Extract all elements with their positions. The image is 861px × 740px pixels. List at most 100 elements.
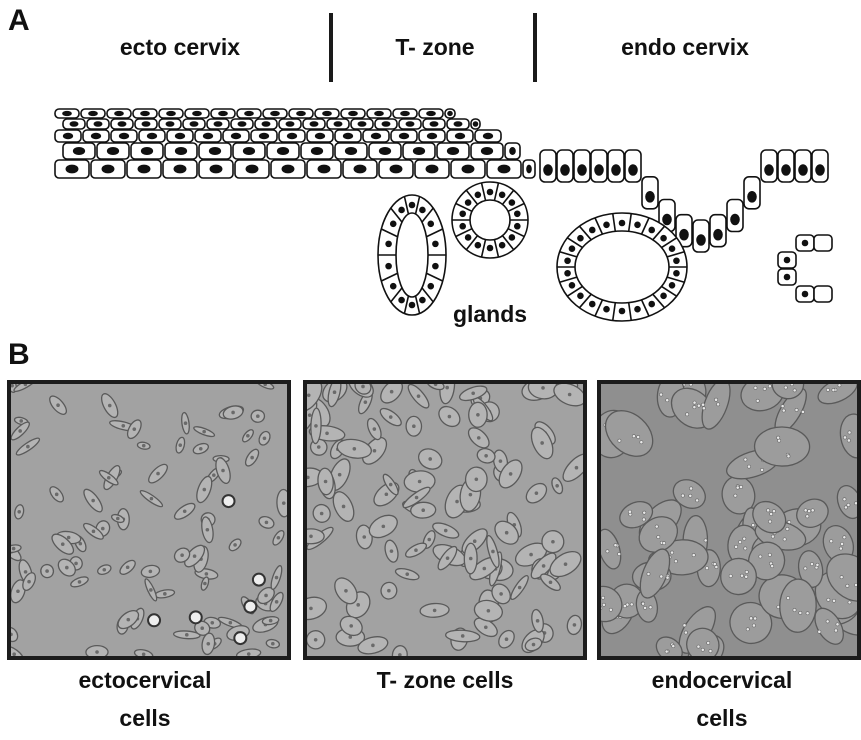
panel-b-letter: B xyxy=(8,338,30,372)
cell-nucleus xyxy=(221,469,225,473)
cell-nucleus xyxy=(620,221,625,226)
cell-nucleus xyxy=(118,122,125,126)
cell-nucleus xyxy=(256,414,260,418)
cell-nucleus xyxy=(551,540,555,544)
cell-nucleus xyxy=(541,386,545,390)
vesicle xyxy=(704,539,707,542)
vesicle xyxy=(686,413,689,416)
vesicle xyxy=(702,407,705,410)
vesicle xyxy=(614,544,617,547)
cell-nucleus xyxy=(663,214,671,224)
vesicle xyxy=(793,389,796,392)
vesicle xyxy=(744,458,747,461)
cell-nucleus xyxy=(477,436,481,440)
cell-nucleus xyxy=(469,557,473,561)
cell-nucleus xyxy=(74,148,85,154)
cell-nucleus xyxy=(203,488,207,492)
cell-nucleus xyxy=(373,427,377,431)
cell-nucleus xyxy=(697,235,705,245)
cell-nucleus xyxy=(200,626,204,630)
cell-nucleus xyxy=(542,564,546,568)
region-label-endo-cervix: endo cervix xyxy=(560,34,810,61)
cell-nucleus xyxy=(219,112,227,116)
cell-nucleus xyxy=(389,415,393,419)
cell-nucleus xyxy=(55,493,59,497)
cell-nucleus xyxy=(12,547,16,551)
cell-nucleus xyxy=(102,568,106,572)
cell-nucleus xyxy=(417,394,421,398)
micrograph-endocervical-cells xyxy=(597,380,861,660)
cell-nucleus xyxy=(94,122,101,126)
cell-nucleus xyxy=(277,536,281,540)
cell-nucleus xyxy=(714,230,722,240)
vesicle xyxy=(640,441,643,444)
cell-nucleus xyxy=(785,275,790,280)
cell-nucleus xyxy=(271,112,279,116)
cell-nucleus xyxy=(212,473,216,477)
cell-nucleus xyxy=(595,165,603,175)
cell-nucleus xyxy=(356,603,360,607)
vesicle xyxy=(771,535,774,538)
cell-nucleus xyxy=(232,134,241,139)
cell-nucleus xyxy=(635,307,640,312)
cell-nucleus xyxy=(372,134,381,139)
vesicle xyxy=(701,403,704,406)
vesicle xyxy=(827,598,830,601)
cell-nucleus xyxy=(246,434,250,438)
cell-nucleus xyxy=(414,148,425,154)
region-label-ecto-cervix: ecto cervix xyxy=(70,34,290,61)
cell-nucleus xyxy=(314,638,318,642)
rounded-cell xyxy=(244,601,256,613)
cell-nucleus xyxy=(412,424,416,428)
cell-nucleus xyxy=(45,569,49,573)
cell-nucleus xyxy=(484,625,488,629)
cell-nucleus xyxy=(456,134,465,139)
cell-nucleus xyxy=(263,436,267,440)
cell-nucleus xyxy=(731,214,739,224)
cell-nucleus xyxy=(661,236,666,241)
cell-nucleus xyxy=(183,509,187,513)
cell-nucleus xyxy=(646,192,654,202)
cell-nucleus xyxy=(24,570,28,574)
vesicle xyxy=(681,494,684,497)
rounded-cell xyxy=(223,495,235,507)
vesicle xyxy=(689,494,692,497)
cell-nucleus xyxy=(569,246,574,251)
cell-nucleus xyxy=(482,148,493,154)
cell-nucleus xyxy=(620,309,625,314)
cell-nucleus xyxy=(278,148,289,154)
cell-nucleus xyxy=(364,400,368,404)
cell-nucleus xyxy=(484,134,493,139)
cell-nucleus xyxy=(505,531,509,535)
rounded-cell xyxy=(148,614,160,626)
vesicle xyxy=(804,567,807,570)
cell-nucleus xyxy=(238,122,245,126)
vesicle xyxy=(693,401,696,404)
vesicle xyxy=(784,386,787,389)
vesicle xyxy=(729,574,732,577)
cell-nucleus xyxy=(202,430,206,434)
cell-nucleus xyxy=(387,589,391,593)
cell-nucleus xyxy=(471,391,475,395)
cell-nucleus xyxy=(505,637,509,641)
cell-nucleus xyxy=(312,148,323,154)
vesicle xyxy=(690,487,693,490)
cell-nucleus xyxy=(142,122,149,126)
cell-nucleus xyxy=(475,477,479,481)
cell-nucleus xyxy=(670,246,675,251)
cell-nucleus xyxy=(454,122,461,126)
cell-nucleus xyxy=(405,572,409,576)
cell-nucleus xyxy=(420,207,425,212)
cell-nucleus xyxy=(269,619,273,623)
gland-4-cell xyxy=(814,235,832,251)
gland-3-lumen xyxy=(575,231,669,303)
vesicle xyxy=(628,510,631,513)
cell-nucleus xyxy=(565,271,570,276)
cell-nucleus xyxy=(102,165,113,172)
vesicle xyxy=(768,553,771,556)
vesicle xyxy=(836,623,839,626)
vesicle xyxy=(743,537,746,540)
cell-nucleus xyxy=(799,165,807,175)
cell-nucleus xyxy=(101,527,105,531)
vesicle xyxy=(662,542,665,545)
